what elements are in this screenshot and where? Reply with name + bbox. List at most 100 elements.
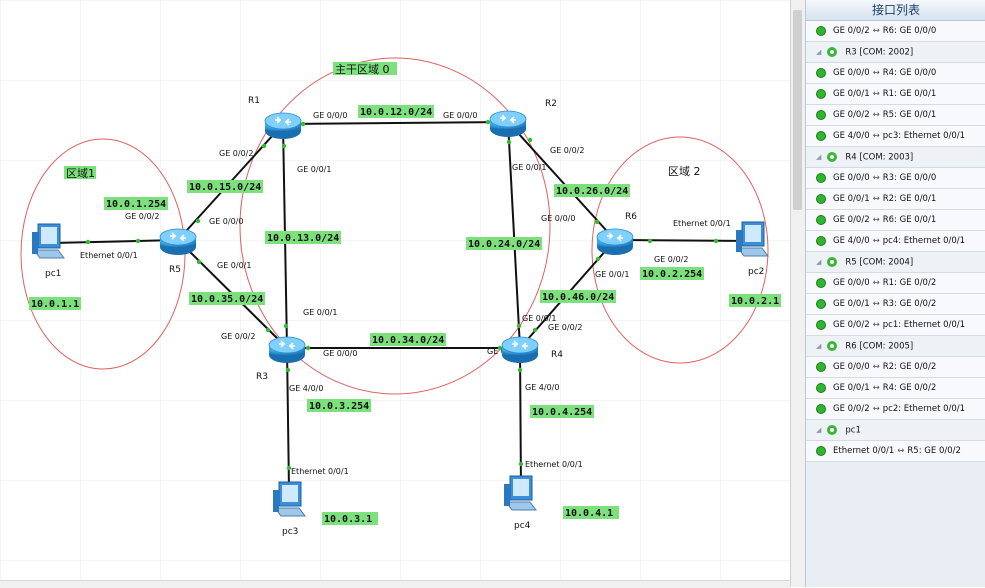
interface-row[interactable]: GE 4/0/0↔pc3: Ethernet 0/0/1 bbox=[806, 126, 985, 147]
remote-port: R4: GE 0/0/2 bbox=[882, 383, 937, 393]
expand-triangle-icon[interactable]: ◢ bbox=[816, 342, 822, 350]
expand-triangle-icon[interactable]: ◢ bbox=[816, 426, 822, 434]
device-status-icon bbox=[827, 341, 838, 351]
bidirectional-arrow-icon: ↔ bbox=[872, 383, 880, 393]
router-r2[interactable]: R2 bbox=[489, 99, 557, 138]
svg-text:10.0.3.254: 10.0.3.254 bbox=[309, 401, 369, 412]
interface-row[interactable]: GE 0/0/2↔R6: GE 0/0/1 bbox=[806, 210, 985, 231]
scroll-thumb[interactable] bbox=[793, 10, 802, 210]
vertical-scrollbar[interactable] bbox=[790, 0, 805, 587]
pc4-ip-label: 10.0.4.1 bbox=[563, 506, 619, 519]
remote-port: pc2: Ethernet 0/0/1 bbox=[882, 404, 966, 414]
bidirectional-arrow-icon: ↔ bbox=[872, 320, 880, 330]
svg-text:10.0.34.0/24: 10.0.34.0/24 bbox=[372, 335, 444, 346]
link-status-icon bbox=[816, 382, 826, 393]
local-port: GE 0/0/0 bbox=[833, 68, 870, 78]
pc2-ip-label: 10.0.2.1 bbox=[729, 294, 781, 307]
pc-pc4[interactable]: pc4 bbox=[503, 475, 537, 531]
interface-row[interactable]: Ethernet 0/0/1↔R5: GE 0/0/2 bbox=[806, 441, 985, 462]
expand-triangle-icon[interactable]: ◢ bbox=[816, 48, 822, 56]
remote-port: pc3: Ethernet 0/0/1 bbox=[882, 131, 966, 141]
port-labels: GE 0/0/0 GE 0/0/2 GE 0/0/1 GE 0/0/0 GE 0… bbox=[80, 111, 731, 476]
local-port: GE 0/0/2 bbox=[833, 110, 870, 120]
router-r6[interactable]: R6 bbox=[596, 212, 637, 256]
svg-text:GE 0/0/1: GE 0/0/1 bbox=[217, 261, 251, 270]
svg-text:R1: R1 bbox=[248, 96, 260, 106]
bidirectional-arrow-icon: ↔ bbox=[872, 89, 880, 99]
svg-text:GE 0/0/2: GE 0/0/2 bbox=[219, 149, 253, 158]
device-group-row[interactable]: ◢R3 [COM: 2002] bbox=[806, 42, 985, 63]
device-status-icon bbox=[827, 425, 838, 435]
svg-text:GE 0/0/0: GE 0/0/0 bbox=[443, 111, 477, 120]
remote-port: R1: GE 0/0/1 bbox=[882, 89, 937, 99]
router-r3[interactable]: R3 bbox=[256, 336, 306, 382]
remote-port: pc1: Ethernet 0/0/1 bbox=[882, 320, 966, 330]
device-status-icon bbox=[827, 152, 838, 162]
interface-row[interactable]: GE 0/0/1↔R1: GE 0/0/1 bbox=[806, 84, 985, 105]
interface-row[interactable]: GE 4/0/0↔pc4: Ethernet 0/0/1 bbox=[806, 231, 985, 252]
expand-triangle-icon[interactable]: ◢ bbox=[816, 258, 822, 266]
interface-row[interactable]: GE 0/0/2↔R6: GE 0/0/0 bbox=[806, 21, 985, 42]
pc-pc3[interactable]: pc3 bbox=[272, 481, 306, 537]
svg-text:Ethernet 0/0/1: Ethernet 0/0/1 bbox=[291, 467, 349, 476]
device-group-label: R6 [COM: 2005] bbox=[845, 341, 914, 352]
svg-text:GE 4/0/0: GE 4/0/0 bbox=[525, 383, 559, 392]
svg-text:R4: R4 bbox=[551, 350, 563, 360]
svg-text:10.0.4.1: 10.0.4.1 bbox=[565, 508, 613, 519]
bidirectional-arrow-icon: ↔ bbox=[872, 362, 880, 372]
svg-text:R3: R3 bbox=[256, 372, 268, 382]
svg-text:10.0.13.0/24: 10.0.13.0/24 bbox=[267, 233, 339, 244]
remote-port: R6: GE 0/0/1 bbox=[882, 215, 937, 225]
horizontal-scrollbar[interactable] bbox=[0, 580, 790, 588]
remote-port: R3: GE 0/0/2 bbox=[882, 299, 937, 309]
interface-row[interactable]: GE 0/0/0↔R2: GE 0/0/2 bbox=[806, 357, 985, 378]
link-endpoints bbox=[85, 119, 719, 471]
device-group-row[interactable]: ◢R4 [COM: 2003] bbox=[806, 147, 985, 168]
svg-text:R2: R2 bbox=[545, 99, 557, 109]
svg-text:GE 0/0/1: GE 0/0/1 bbox=[522, 314, 556, 323]
interface-row[interactable]: GE 0/0/1↔R4: GE 0/0/2 bbox=[806, 378, 985, 399]
interface-row[interactable]: GE 0/0/2↔pc1: Ethernet 0/0/1 bbox=[806, 315, 985, 336]
pc-pc1[interactable]: pc1 bbox=[31, 223, 65, 279]
topology-canvas[interactable]: 10.0.12.0/24 10.0.15.0/24 10.0.13.0/24 1… bbox=[0, 0, 790, 587]
local-port: GE 0/0/2 bbox=[833, 320, 870, 330]
remote-port: R5: GE 0/0/1 bbox=[882, 110, 937, 120]
local-port: GE 0/0/0 bbox=[833, 173, 870, 183]
bidirectional-arrow-icon: ↔ bbox=[872, 173, 880, 183]
svg-text:10.0.2.254: 10.0.2.254 bbox=[642, 269, 702, 280]
pc-pc2[interactable]: pc2 bbox=[735, 221, 769, 277]
svg-text:10.0.2.1: 10.0.2.1 bbox=[731, 296, 779, 307]
svg-text:10.0.1.1: 10.0.1.1 bbox=[31, 299, 79, 310]
interface-row[interactable]: GE 0/0/2↔pc2: Ethernet 0/0/1 bbox=[806, 399, 985, 420]
svg-text:GE 0/0/2: GE 0/0/2 bbox=[548, 323, 582, 332]
local-port: GE 0/0/0 bbox=[833, 278, 870, 288]
remote-port: R2: GE 0/0/1 bbox=[882, 194, 937, 204]
svg-text:GE 0/0/0: GE 0/0/0 bbox=[323, 349, 357, 358]
router-r4[interactable]: R4 bbox=[501, 336, 563, 364]
interface-row[interactable]: GE 0/0/0↔R1: GE 0/0/2 bbox=[806, 273, 985, 294]
expand-triangle-icon[interactable]: ◢ bbox=[816, 153, 822, 161]
device-group-row[interactable]: ◢ R6 [COM: 2005] bbox=[806, 336, 985, 357]
interface-row[interactable]: GE 0/0/1↔R2: GE 0/0/1 bbox=[806, 189, 985, 210]
gw4-label: 10.0.4.254 bbox=[530, 405, 594, 418]
link-status-icon bbox=[816, 67, 826, 78]
router-r1[interactable]: R1 bbox=[248, 96, 302, 140]
link-status-icon bbox=[816, 319, 826, 330]
svg-text:GE 4/0/0: GE 4/0/0 bbox=[289, 384, 323, 393]
backbone-area-tag bbox=[333, 62, 397, 75]
backbone-area-circle bbox=[239, 57, 551, 395]
svg-text:10.0.15.0/24: 10.0.15.0/24 bbox=[189, 182, 261, 193]
svg-text:Ethernet 0/0/1: Ethernet 0/0/1 bbox=[525, 460, 583, 469]
net-label-34: 10.0.34.0/24 bbox=[370, 333, 446, 346]
interface-row[interactable]: GE 0/0/1↔R3: GE 0/0/2 bbox=[806, 294, 985, 315]
svg-text:GE 0/0/0: GE 0/0/0 bbox=[313, 111, 347, 120]
gw2-label: 10.0.2.254 bbox=[640, 267, 704, 280]
interface-row[interactable]: GE 0/0/0↔R3: GE 0/0/0 bbox=[806, 168, 985, 189]
link-status-icon bbox=[816, 214, 826, 225]
router-r5[interactable]: R5 bbox=[159, 228, 197, 275]
svg-text:pc3: pc3 bbox=[282, 527, 298, 537]
interface-row[interactable]: GE 0/0/2↔R5: GE 0/0/1 bbox=[806, 105, 985, 126]
interface-row[interactable]: GE 0/0/0↔R4: GE 0/0/0 bbox=[806, 63, 985, 84]
device-group-row[interactable]: ◢R5 [COM: 2004] bbox=[806, 252, 985, 273]
device-group-row[interactable]: ◢pc1 bbox=[806, 420, 985, 441]
